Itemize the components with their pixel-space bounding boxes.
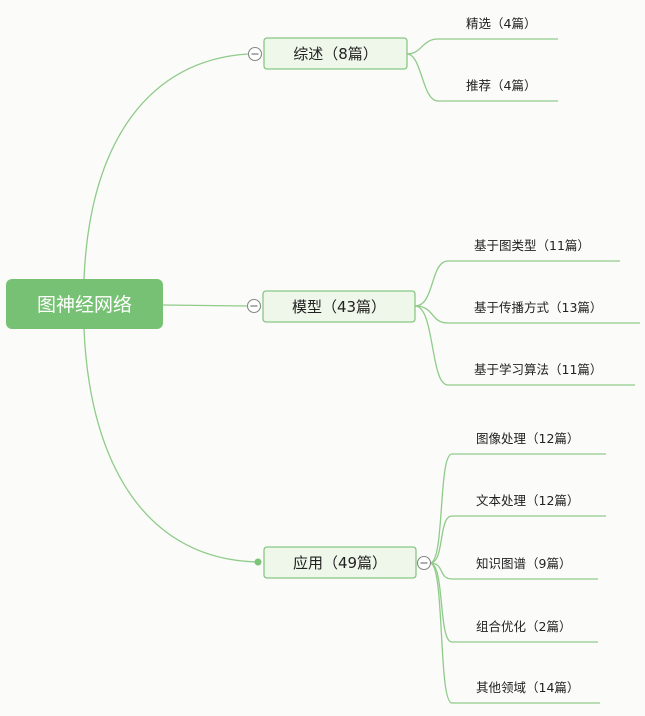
connector-application-leaf-3 [429, 562, 470, 643]
collapse-toggle-model[interactable] [246, 298, 262, 314]
branch-node-application[interactable]: 应用（49篇） [263, 546, 417, 579]
connector-application-leaf-2 [429, 562, 470, 580]
connector-model-leaf-1 [414, 305, 468, 324]
leaf-label-model-propagation[interactable]: 基于传播方式（13篇） [474, 300, 602, 315]
connector-lines [83, 38, 470, 704]
leaf-label-application-combinatorial-optimization[interactable]: 组合优化（2篇） [476, 619, 571, 634]
leaf-label-application-image[interactable]: 图像处理（12篇） [476, 431, 579, 446]
leaf-label-model-learning-algorithm[interactable]: 基于学习算法（11篇） [474, 362, 602, 377]
leaf-label-application-knowledge-graph[interactable]: 知识图谱（9篇） [476, 556, 571, 571]
connector-model-leaf-2 [414, 305, 468, 386]
leaf-underlines [460, 38, 640, 704]
collapse-toggle-survey[interactable] [247, 46, 263, 62]
leaf-label-model-graph-type[interactable]: 基于图类型（11篇） [474, 238, 590, 253]
leaf-label-application-text[interactable]: 文本处理（12篇） [476, 493, 579, 508]
connector-dot-application [254, 558, 262, 566]
leaf-label-application-other[interactable]: 其他领域（14篇） [476, 680, 579, 695]
leaf-label-survey-recommended[interactable]: 推荐（4篇） [466, 78, 536, 93]
connector-root-application [83, 328, 259, 563]
connector-model-leaf-0 [414, 260, 468, 307]
connector-application-leaf-4 [429, 562, 470, 704]
branch-node-model[interactable]: 模型（43篇） [262, 290, 416, 323]
branch-label-survey: 综述（8篇） [293, 45, 378, 63]
branch-label-application: 应用（49篇） [293, 554, 387, 572]
branch-node-survey[interactable]: 综述（8篇） [263, 37, 408, 70]
connector-survey-leaf-1 [406, 53, 460, 102]
root-node[interactable]: 图神经网络 [6, 279, 163, 329]
connector-root-survey [83, 53, 249, 280]
connector-application-leaf-0 [429, 453, 470, 564]
root-node-label: 图神经网络 [37, 294, 132, 316]
connector-root-model [162, 304, 248, 307]
connector-survey-leaf-0 [406, 38, 460, 55]
collapse-toggle-application[interactable] [416, 555, 432, 571]
connector-application-leaf-1 [429, 515, 470, 564]
leaf-label-survey-featured[interactable]: 精选（4篇） [466, 16, 536, 31]
branch-label-model: 模型（43篇） [292, 298, 386, 316]
